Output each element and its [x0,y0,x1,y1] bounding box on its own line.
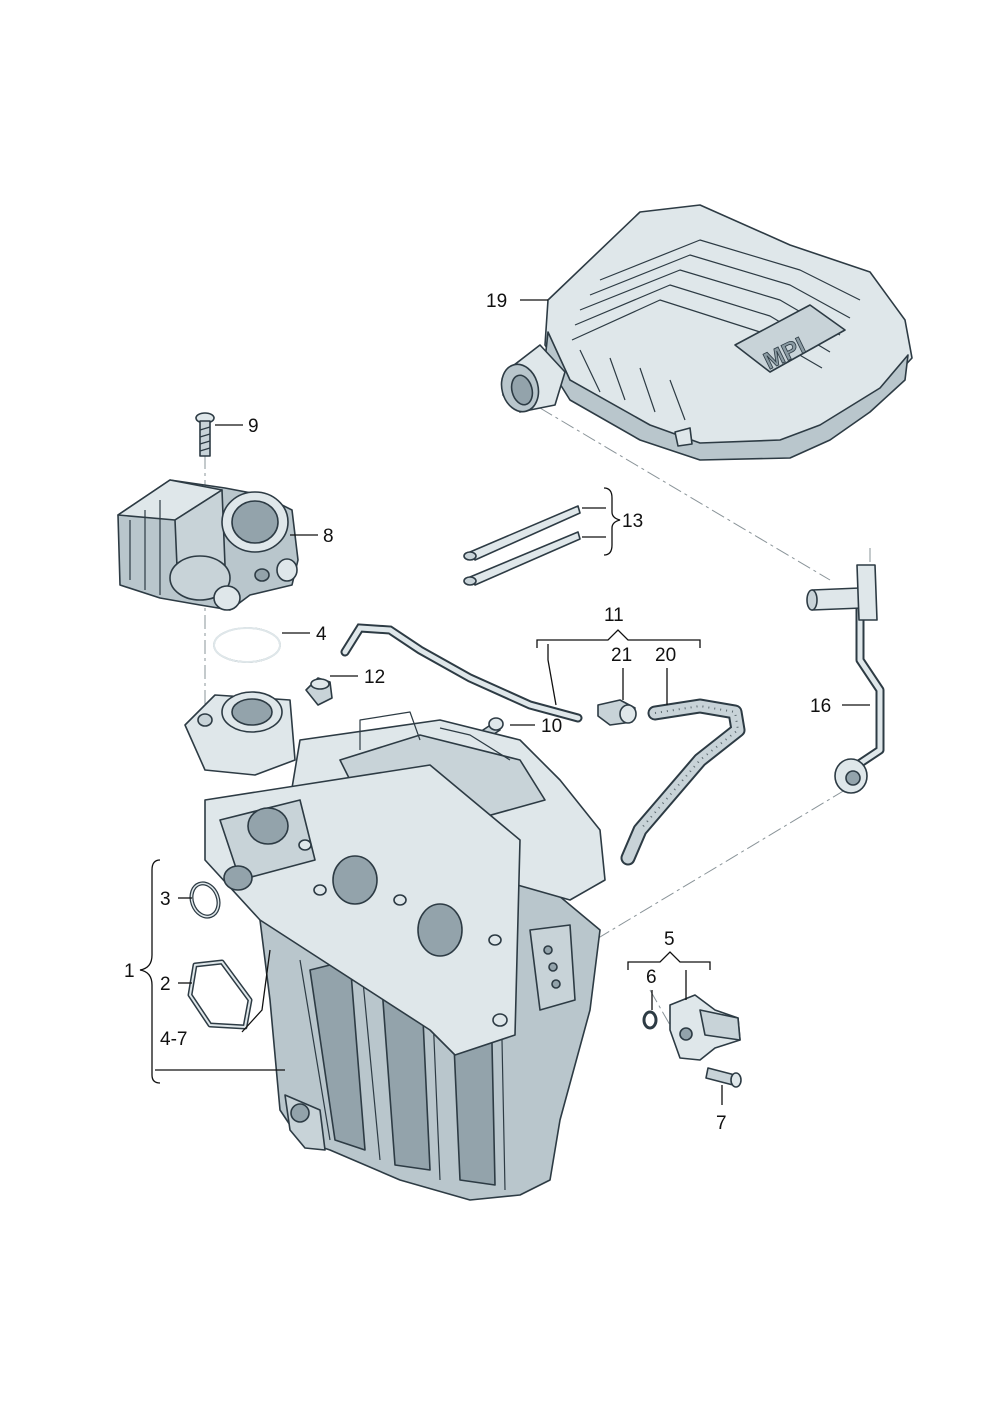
callout-6: 6 [646,967,657,988]
callout-4: 4 [316,624,327,645]
cable-ties-part-13 [463,505,581,586]
hose-part-20 [620,698,746,866]
callout-19: 19 [486,291,507,312]
callout-13: 13 [622,511,643,532]
callout-10: 10 [541,716,562,737]
gasket-part-2 [187,959,253,1030]
breather-pipe [340,623,583,723]
o-ring-part-3 [189,881,221,919]
callout-2: 2 [160,974,171,995]
o-ring-part-6 [642,1010,658,1030]
screw-part-9 [195,412,215,457]
callout-21: 21 [611,645,632,666]
callout-7: 7 [716,1113,727,1134]
callout-11: 11 [604,605,624,626]
intake-manifold [184,691,606,1201]
callout-20: 20 [655,645,676,666]
callout-labels: 19 9 8 13 11 4 21 20 12 16 10 3 5 1 6 2 … [124,291,831,1134]
bolt-part-7 [705,1067,742,1088]
callout-8: 8 [323,526,334,547]
callout-3: 3 [160,889,171,910]
throttle-body [117,479,299,611]
callout-1: 1 [124,961,135,982]
leader-lines [139,299,870,1105]
callout-16: 16 [810,696,831,717]
connector-part-21 [597,699,637,726]
callout-5: 5 [664,929,675,950]
callout-4-7: 4-7 [160,1029,187,1050]
callout-12: 12 [364,667,385,688]
gasket-ring-part-4 [213,627,281,663]
air-filter-housing: MPI [500,204,913,461]
vacuum-line-part-16 [806,564,885,794]
plug-part-12 [305,677,333,706]
callout-9: 9 [248,416,259,437]
sensor-part-5 [669,994,741,1061]
